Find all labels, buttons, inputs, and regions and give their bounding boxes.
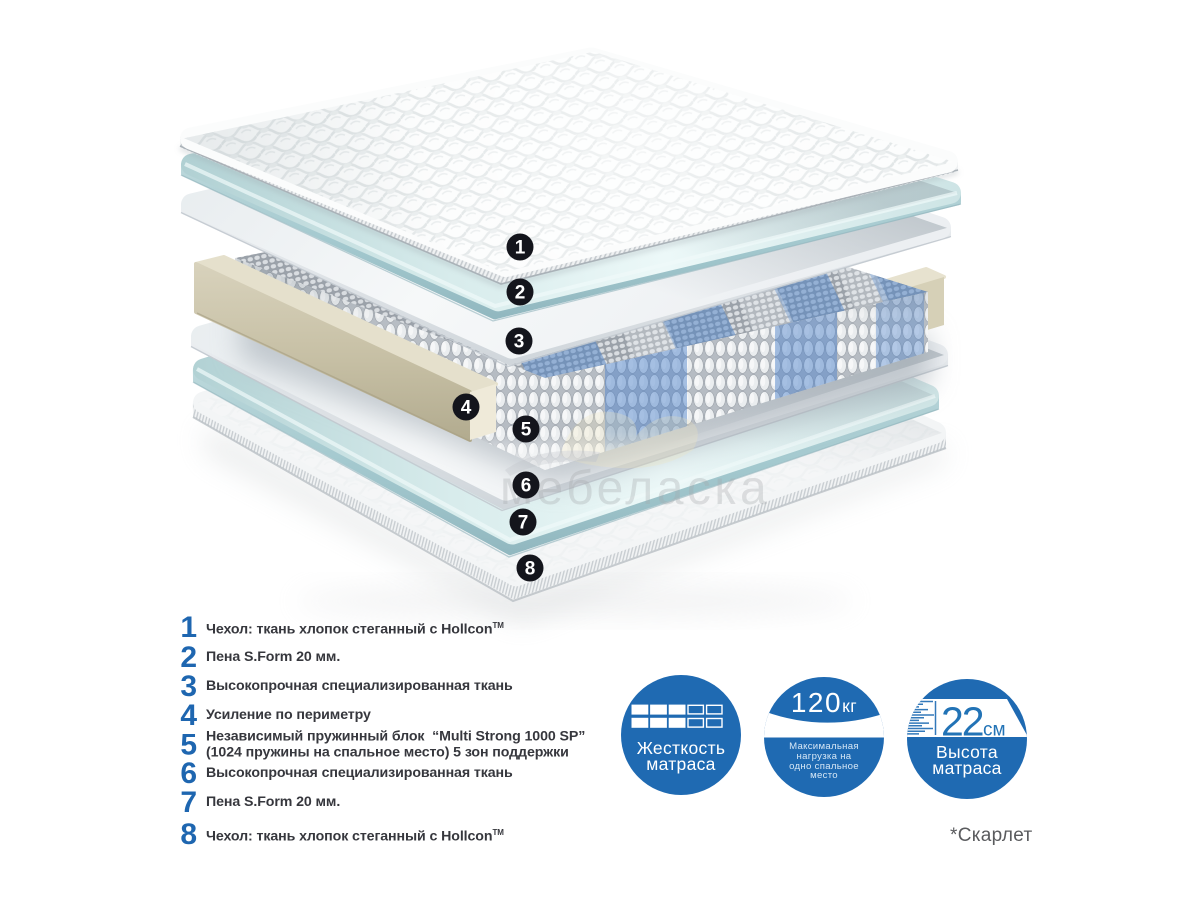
svg-text:мебеласка: мебеласка xyxy=(500,462,770,515)
svg-text:3: 3 xyxy=(514,332,525,353)
svg-text:1: 1 xyxy=(515,238,526,259)
svg-text:8: 8 xyxy=(525,559,536,580)
svg-text:6: 6 xyxy=(521,476,532,497)
svg-text:4: 4 xyxy=(461,398,472,419)
svg-text:7: 7 xyxy=(518,513,529,534)
svg-text:2: 2 xyxy=(515,283,526,304)
svg-text:см: см xyxy=(983,720,1006,741)
svg-text:22: 22 xyxy=(941,699,983,745)
svg-text:5: 5 xyxy=(521,420,532,441)
